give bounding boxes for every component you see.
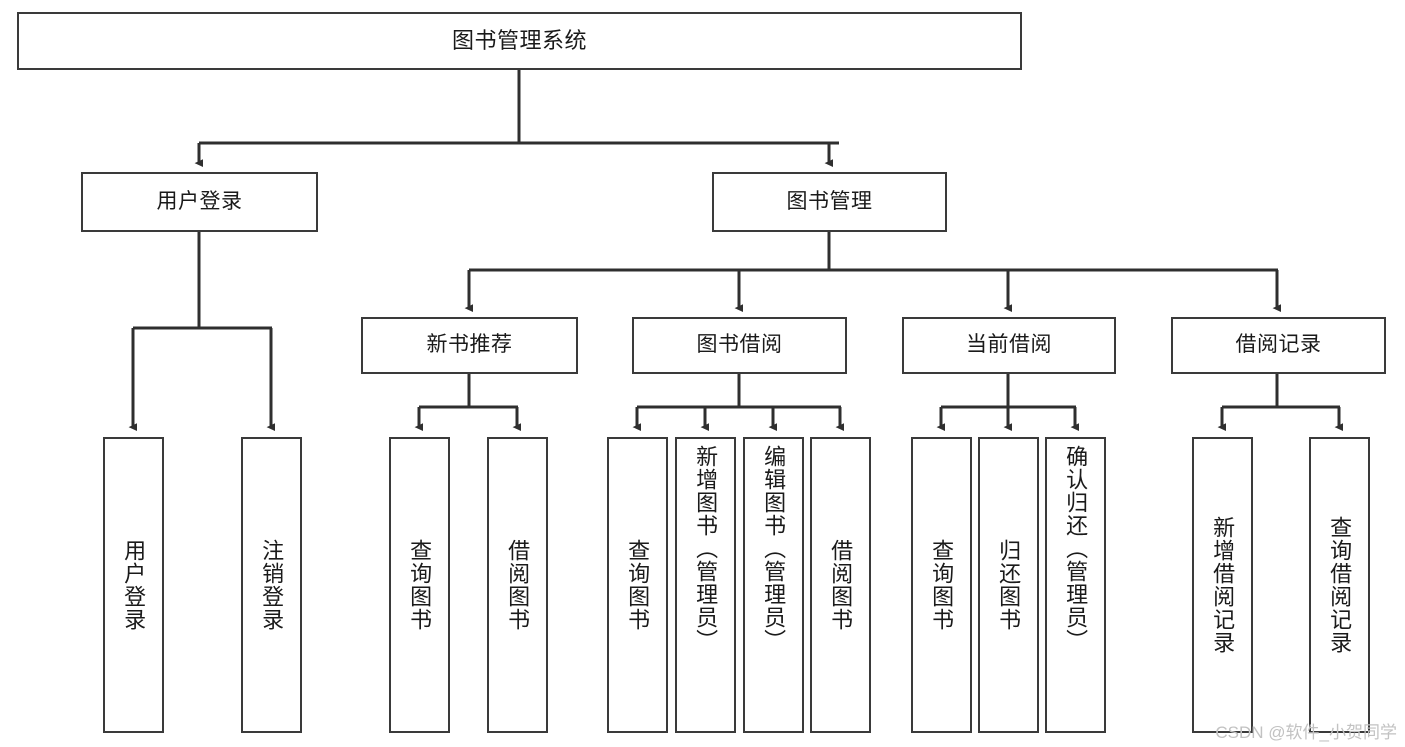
node-label: 确认归还（管理员）	[1063, 445, 1089, 652]
node-label: 查询图书	[929, 539, 955, 631]
node-label: 查询借阅记录	[1327, 516, 1353, 654]
leaf-borrow-record-add[interactable]: 新增借阅记录	[1192, 437, 1253, 733]
leaf-user-login-login[interactable]: 用户登录	[103, 437, 164, 733]
node-label: 图书管理	[786, 189, 873, 213]
leaf-borrow-record-query[interactable]: 查询借阅记录	[1309, 437, 1370, 733]
node-label: 图书借阅	[696, 333, 783, 357]
node-label: 借阅图书	[828, 539, 854, 631]
node-label: 用户登录	[121, 539, 147, 631]
node-label: 新书推荐	[426, 333, 513, 357]
node-label: 查询图书	[625, 539, 651, 631]
leaf-current-borrow-confirm[interactable]: 确认归还（管理员）	[1045, 437, 1106, 733]
leaf-new-book-query[interactable]: 查询图书	[389, 437, 450, 733]
leaf-new-book-borrow[interactable]: 借阅图书	[487, 437, 548, 733]
node-label: 用户登录	[156, 189, 243, 213]
node-label: 归还图书	[996, 539, 1022, 631]
leaf-book-borrow-query[interactable]: 查询图书	[607, 437, 668, 733]
node-book-management[interactable]: 图书管理	[712, 172, 947, 232]
node-label: 新增图书（管理员）	[693, 445, 719, 652]
node-current-borrow[interactable]: 当前借阅	[902, 317, 1116, 374]
node-user-login[interactable]: 用户登录	[81, 172, 318, 232]
node-label: 当前借阅	[966, 333, 1052, 357]
csdn-watermark: CSDN @软件_小贺同学	[1215, 723, 1397, 742]
node-label: 查询图书	[407, 539, 433, 631]
node-book-borrow[interactable]: 图书借阅	[632, 317, 847, 374]
node-label: 借阅记录	[1235, 333, 1322, 357]
node-borrow-record[interactable]: 借阅记录	[1171, 317, 1386, 374]
leaf-user-login-logout[interactable]: 注销登录	[241, 437, 302, 733]
node-root-system[interactable]: 图书管理系统	[17, 12, 1022, 70]
leaf-current-borrow-return[interactable]: 归还图书	[978, 437, 1039, 733]
node-label: 编辑图书（管理员）	[761, 445, 787, 652]
node-label: 借阅图书	[505, 539, 531, 631]
leaf-book-borrow-borrow[interactable]: 借阅图书	[810, 437, 871, 733]
leaf-book-borrow-edit[interactable]: 编辑图书（管理员）	[743, 437, 804, 733]
node-label: 图书管理系统	[451, 28, 587, 54]
leaf-current-borrow-query[interactable]: 查询图书	[911, 437, 972, 733]
node-label: 注销登录	[259, 539, 285, 631]
node-new-book-recommend[interactable]: 新书推荐	[361, 317, 578, 374]
leaf-book-borrow-add[interactable]: 新增图书（管理员）	[675, 437, 736, 733]
node-label: 新增借阅记录	[1210, 516, 1236, 654]
